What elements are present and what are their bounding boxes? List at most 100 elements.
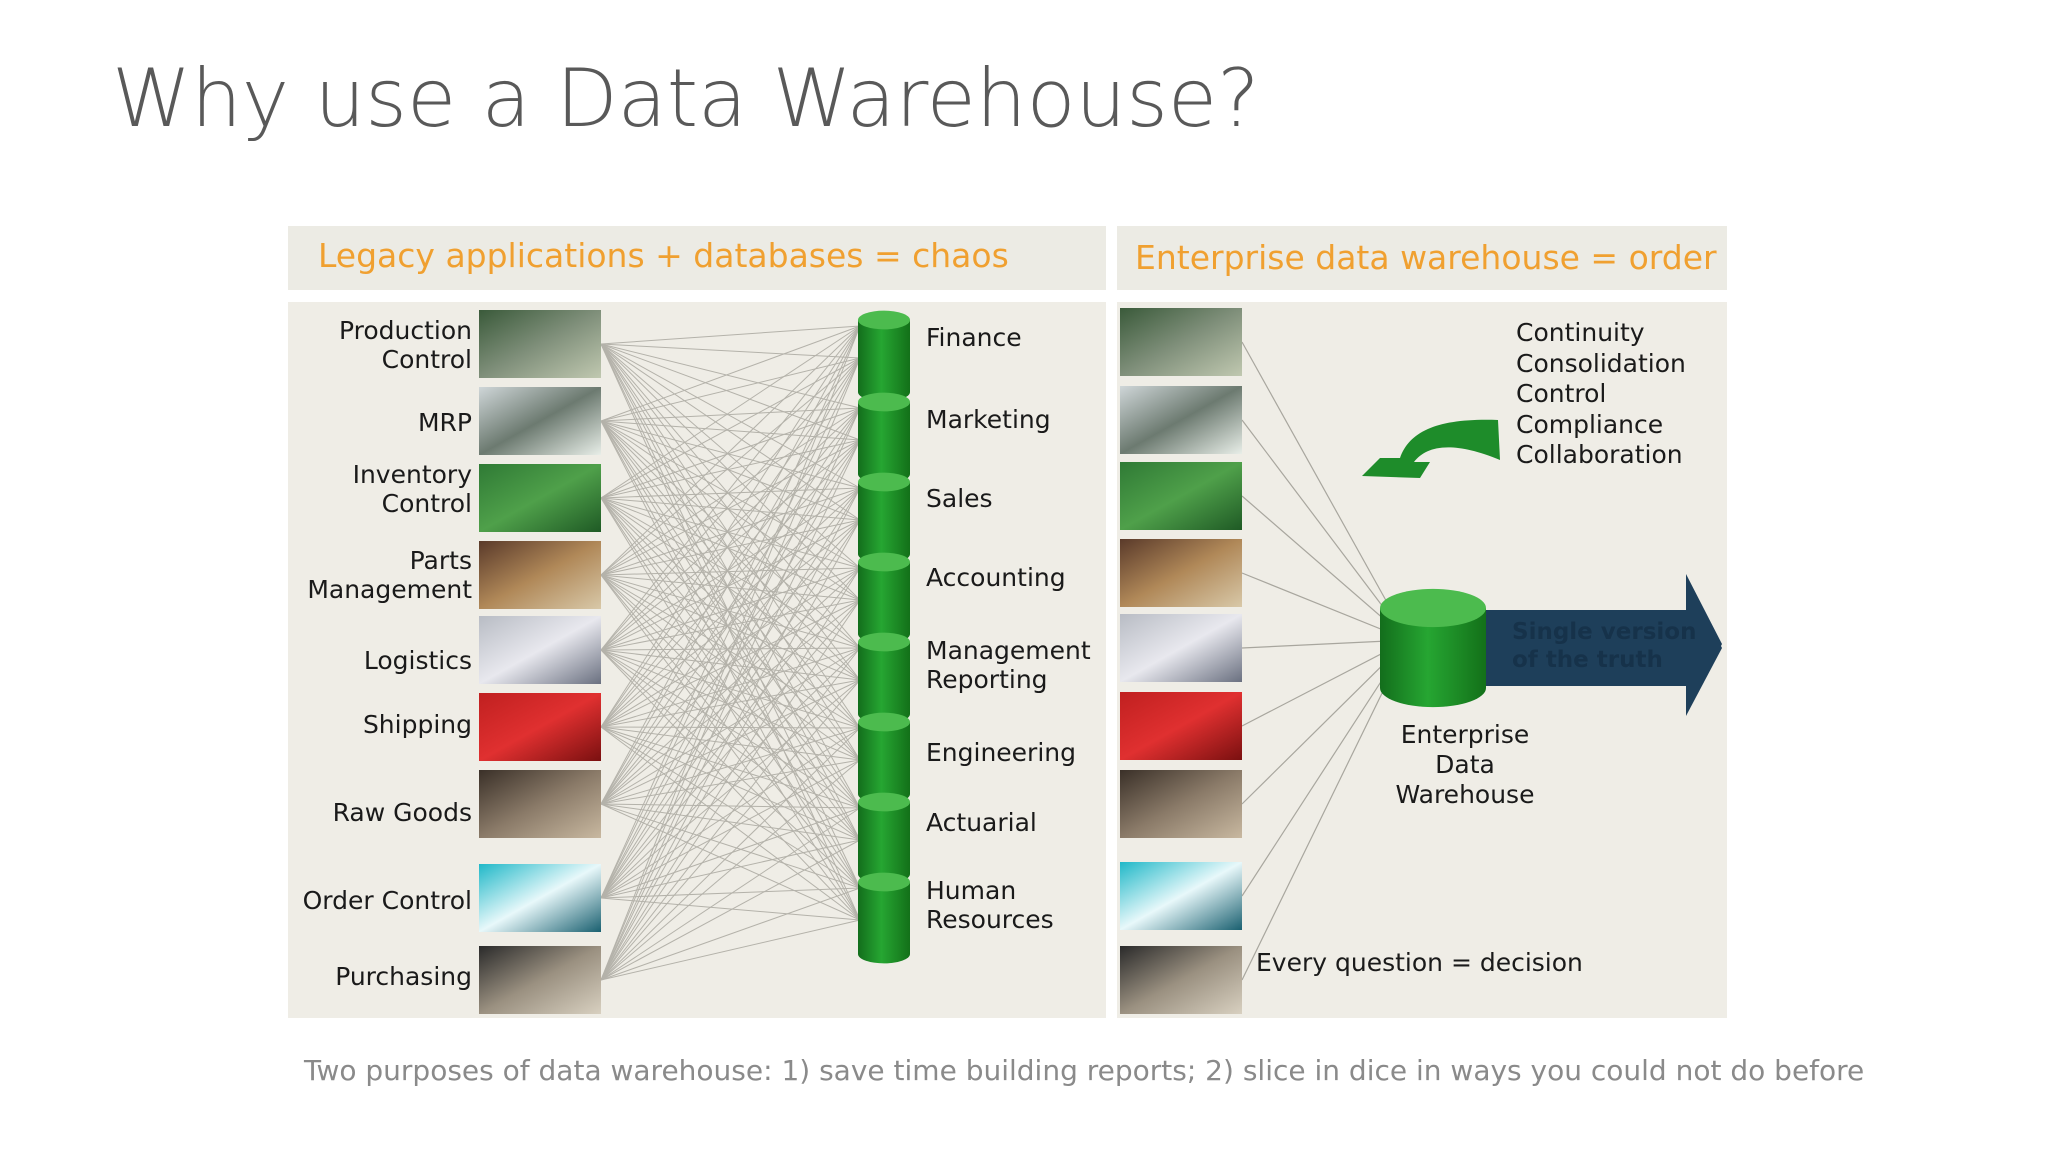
enterprise-warehouse-cylinder [1380,588,1486,708]
warehouse-label-line: Enterprise Data [1400,720,1530,779]
chaos-connection-line [600,439,861,651]
chaos-connection-line [600,803,861,889]
chaos-connection-line [600,420,861,809]
chaos-connection-line [600,343,861,601]
chaos-connection-line [600,726,861,889]
source-label: Logistics [280,646,472,675]
target-label-line: Accounting [926,563,1066,592]
chaos-connection-line [600,887,861,899]
thumbnail-steel-coils [479,770,601,838]
chaos-connection-line [600,574,861,841]
target-label-line: Actuarial [926,808,1037,837]
database-cylinder [858,552,910,644]
chaos-connection-line [600,574,861,729]
arrow-text-line: Single version [1512,619,1697,645]
chaos-connection-line [600,726,861,761]
chaos-connection-line [600,357,861,981]
thumbnail-forklift-warehouse [479,541,601,609]
chaos-connection-line [600,574,861,761]
chaos-connection-line [600,726,861,841]
chaos-connection-line [600,647,861,805]
right-header-text: Enterprise data warehouse = order [1135,238,1717,277]
chaos-connection-line [600,649,861,889]
chaos-connection-line [600,407,861,805]
chaos-connection-line [600,647,861,899]
chaos-connection-line [600,649,861,729]
thumbnail-red-trucks [1120,692,1242,760]
chaos-connection-line [600,487,861,651]
chaos-connection-line [600,343,861,681]
chaos-connection-line [600,803,861,921]
source-label-line: Logistics [363,646,472,675]
thumbnail-forklift-warehouse [1120,539,1242,607]
chaos-connection-line [600,567,861,651]
source-label: Order Control [280,886,472,915]
chaos-connection-line [600,487,861,728]
thumbnail-monitor-screen [479,864,601,932]
question-label: Every question = decision [1256,948,1583,977]
thumbnail-monitor-screen [1120,862,1242,930]
source-label-line: Production [338,316,472,345]
chaos-connection-line [600,343,861,889]
chaos-connection-line [600,727,861,981]
thumbnail-cash-register [479,946,601,1014]
thumbnail-circuit-board-machine [1120,308,1242,376]
arrow-text: Single version of the truth [1512,618,1696,674]
chaos-connection-line [600,649,861,761]
source-label-line: Order Control [302,886,472,915]
arrow-body [1460,610,1690,686]
chaos-connection-line [600,679,861,899]
target-label: Sales [926,484,1126,513]
warehouse-label: Enterprise Data Warehouse [1370,720,1560,810]
source-label: Shipping [280,710,472,739]
chaos-connection-line [600,343,861,761]
chaos-connection-line [600,679,861,981]
chaos-connection-line [600,647,861,728]
database-cylinder [858,632,910,724]
benefits-list: Continuity Consolidation Control Complia… [1516,318,1716,471]
page-title: Why use a Data Warehouse? [112,52,1260,145]
chaos-connection-line [600,519,861,728]
chaos-connection-line [600,599,861,728]
database-cylinder [858,392,910,484]
chaos-connection-line [600,487,861,981]
source-label: MRP [280,408,472,437]
warehouse-connection-line [1241,341,1409,641]
curved-arrow-icon [1362,419,1500,478]
chaos-connection-line [600,679,861,728]
target-label: Engineering [926,738,1126,767]
chaos-connection-line [600,599,861,981]
benefit-item: Collaboration [1516,440,1683,469]
benefit-item: Continuity [1516,318,1645,347]
source-label: Purchasing [280,962,472,991]
chaos-connection-line [600,343,861,441]
chaos-connection-line [600,839,861,899]
chaos-connection-line [600,897,861,921]
chaos-connection-line [600,574,861,809]
thumbnail-steel-coils [1120,770,1242,838]
chaos-connection-line [600,567,861,981]
source-label-line: Management [307,575,472,604]
chaos-connection-line [600,649,861,921]
chaos-connection-line [600,439,861,981]
chaos-connection-line [600,679,861,805]
source-label-line: Control [381,345,472,374]
chaos-connection-line [600,325,861,422]
database-cylinder [858,872,910,964]
chaos-connection-line [600,519,861,981]
target-label-line: Marketing [926,405,1051,434]
chaos-connection-line [600,649,861,681]
chaos-connection-line [600,357,861,728]
source-label-line: Inventory [352,460,472,489]
chaos-connection-line [600,726,861,729]
chaos-connection-line [600,726,861,809]
target-label-line: Human [926,876,1017,905]
chaos-connection-line [600,407,861,499]
chaos-connection-line [600,325,861,651]
chaos-connection-line [600,325,861,899]
chaos-connection-line [600,759,861,805]
